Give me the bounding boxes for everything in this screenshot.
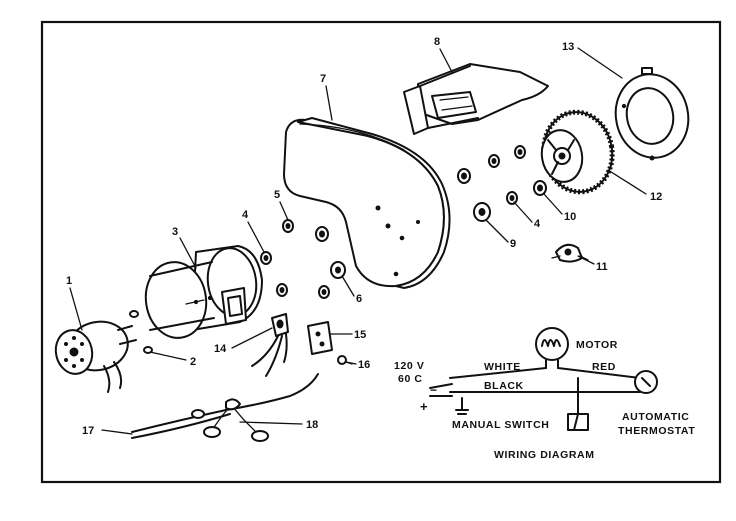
label-8: 8 xyxy=(434,36,440,48)
label-7: 7 xyxy=(320,73,326,85)
part-17-18-power-cord xyxy=(131,373,319,442)
black-wire-label: BLACK xyxy=(484,380,524,392)
label-11: 11 xyxy=(596,261,608,273)
wiring-labels: MOTOR WHITE RED BLACK 120 V 60 C + − MAN… xyxy=(394,339,695,461)
frequency-label: 60 C xyxy=(398,373,423,385)
label-10: 10 xyxy=(564,211,576,223)
hardware-nuts xyxy=(260,145,547,299)
minus-sign: − xyxy=(430,383,438,397)
label-4b: 4 xyxy=(534,218,541,230)
part-7-blower-housing xyxy=(283,117,451,289)
automatic-label: AUTOMATIC xyxy=(622,411,689,423)
manual-switch-label: MANUAL SWITCH xyxy=(452,419,549,431)
frame-border xyxy=(40,20,722,484)
part-1-motor-rotor xyxy=(54,320,137,393)
label-1: 1 xyxy=(66,275,72,287)
label-14: 14 xyxy=(214,343,227,355)
label-16: 16 xyxy=(358,359,370,371)
label-4a: 4 xyxy=(242,209,249,221)
part-13-mounting-ring xyxy=(614,67,690,161)
motor-symbol xyxy=(535,327,569,361)
wiring-diagram xyxy=(429,327,658,431)
part-12-blower-wheel xyxy=(540,109,615,195)
part-8-air-duct xyxy=(403,63,549,135)
part-15-switch-plate xyxy=(307,321,333,355)
label-5: 5 xyxy=(274,189,280,201)
label-18: 18 xyxy=(306,419,318,431)
wiring-diagram-title: WIRING DIAGRAM xyxy=(494,449,595,461)
leader-lines xyxy=(69,47,647,435)
voltage-label: 120 V xyxy=(394,360,424,372)
label-3: 3 xyxy=(172,226,178,238)
label-13: 13 xyxy=(562,41,574,53)
label-9: 9 xyxy=(510,238,516,250)
label-17: 17 xyxy=(82,425,94,437)
red-wire-label: RED xyxy=(592,361,616,373)
plus-sign: + xyxy=(420,399,428,414)
motor-label: MOTOR xyxy=(576,339,618,351)
part-labels: 1 2 3 4 4 5 6 7 8 9 10 11 12 13 14 15 16… xyxy=(66,36,662,437)
part-3-motor xyxy=(144,245,263,339)
label-6: 6 xyxy=(356,293,362,305)
part-11-clip xyxy=(551,243,589,263)
label-2: 2 xyxy=(190,356,196,368)
label-15: 15 xyxy=(354,329,366,341)
white-wire-label: WHITE xyxy=(484,361,521,373)
thermostat-label: THERMOSTAT xyxy=(618,425,695,437)
label-12: 12 xyxy=(650,191,662,203)
part-14-switch xyxy=(251,313,289,377)
part-2-pins xyxy=(129,310,153,354)
